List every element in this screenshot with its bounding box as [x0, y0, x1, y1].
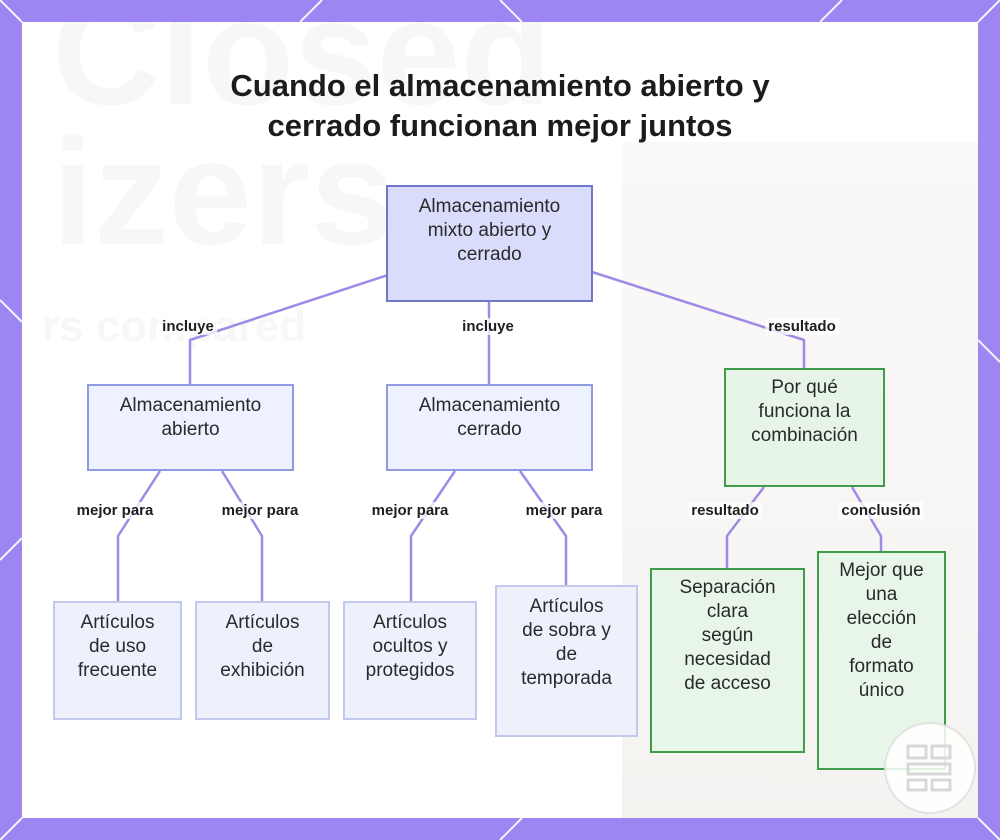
- edge-label-incluye-1: incluye: [159, 318, 217, 335]
- diagram-title: Cuando el almacenamiento abierto y cerra…: [0, 66, 1000, 146]
- edge-abierto-exhibicion: [222, 471, 262, 601]
- edge-label-incluye-2: incluye: [459, 318, 517, 335]
- edge-root-abierto: [190, 275, 388, 384]
- edge-label-mejor-para-2: mejor para: [219, 502, 302, 519]
- edge-label-resultado-1: resultado: [765, 318, 839, 335]
- edge-porque-separacion: [727, 487, 764, 568]
- title-line-1: Cuando el almacenamiento abierto y: [0, 66, 1000, 106]
- edge-cerrado-ocultos: [411, 471, 455, 601]
- title-line-2: cerrado funcionan mejor juntos: [0, 106, 1000, 146]
- edge-label-mejor-para-1: mejor para: [74, 502, 157, 519]
- grid-logo-icon: [884, 722, 976, 814]
- edge-cerrado-temporada: [520, 471, 566, 585]
- edge-label-conclusion: conclusión: [838, 502, 923, 519]
- edge-abierto-frecuente: [118, 471, 160, 601]
- edge-porque-mejor: [852, 487, 881, 551]
- edge-label-resultado-2: resultado: [688, 502, 762, 519]
- edge-label-mejor-para-4: mejor para: [523, 502, 606, 519]
- edge-label-mejor-para-3: mejor para: [369, 502, 452, 519]
